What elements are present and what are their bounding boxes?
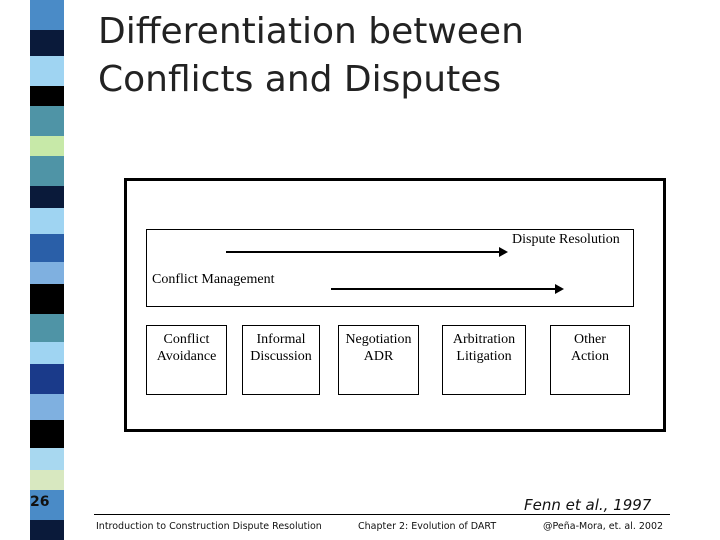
box-label-line2: Avoidance [156, 349, 217, 364]
box-label-line2: Litigation [456, 349, 512, 364]
decorative-stripe [30, 0, 64, 540]
footer-divider [94, 514, 670, 515]
box-label-line1: Negotiation [345, 332, 412, 347]
box-negotiation-adr: Negotiation ADR [338, 325, 419, 395]
diagram-frame [124, 178, 666, 432]
dispute-resolution-box [146, 229, 634, 307]
box-conflict-avoidance: Conflict Avoidance [146, 325, 227, 395]
box-label-line1: Conflict [163, 332, 210, 347]
box-label-line2: Action [570, 349, 610, 364]
slide-title: Differentiation between Conflicts and Di… [98, 8, 698, 104]
box-label-line1: Informal [256, 332, 306, 347]
dispute-resolution-arrow [226, 247, 508, 257]
dispute-resolution-label: Dispute Resolution [512, 232, 620, 247]
box-informal-discussion: Informal Discussion [242, 325, 320, 395]
box-label-line1: Arbitration [452, 332, 516, 347]
footer-right: @Peña-Mora, et. al. 2002 [543, 521, 664, 532]
citation: Fenn et al., 1997 [524, 496, 652, 514]
box-label-line1: Other [574, 332, 606, 347]
title-line-2: Conflicts and Disputes [98, 59, 502, 100]
box-label-line2: Discussion [250, 349, 312, 364]
box-other-action: Other Action [550, 325, 630, 395]
footer-center: Chapter 2: Evolution of DART [358, 521, 497, 532]
box-arbitration-litigation: Arbitration Litigation [442, 325, 526, 395]
conflict-management-label: Conflict Management [152, 272, 275, 287]
conflict-management-arrow [331, 284, 564, 294]
footer-left: Introduction to Construction Dispute Res… [96, 521, 322, 532]
title-line-1: Differentiation between [98, 11, 524, 52]
box-label-line2: ADR [363, 349, 394, 364]
page-number: 26 [30, 494, 50, 510]
